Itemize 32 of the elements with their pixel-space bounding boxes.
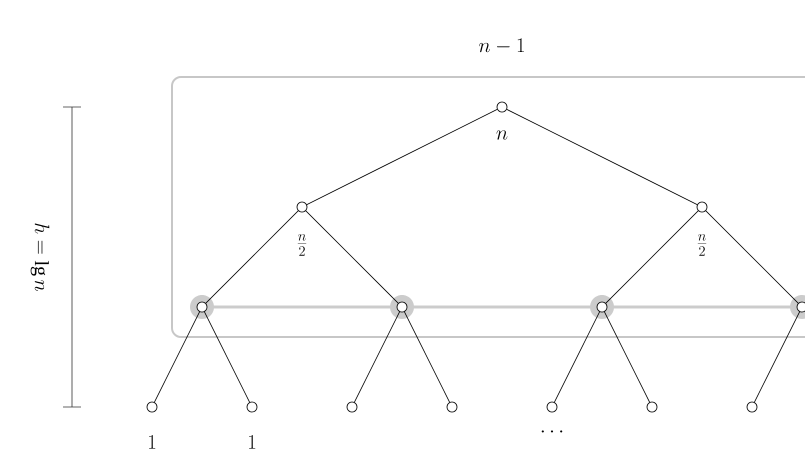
tree-edge [506,109,698,205]
tree-node [446,402,458,412]
tree-node: $n$ [496,102,508,140]
tree-node: $1$ [146,402,158,449]
ellipsis: $\cdots$ [542,430,562,433]
node-label: $1$ [149,434,156,449]
tree-node [746,402,758,412]
node-label: $n$ [496,130,508,140]
tree-edge [404,311,450,403]
tree-node: $1$ [246,402,258,449]
node-label: $\frac{n}{2}$ [698,234,706,256]
node-label: $1$ [249,434,256,449]
tree-edge [554,311,600,403]
tree-edge [354,311,400,403]
tree-edge [705,210,799,304]
tree-node [796,302,805,312]
dimension-label: $h = \lg n$ [30,224,50,292]
tree-edge [154,311,200,403]
tree-node [346,402,358,412]
tree-edge [605,210,699,304]
tree-edge [754,311,800,403]
node-label: $n-1$ [479,38,524,52]
tree-edge [204,311,250,403]
tree-node [546,402,558,412]
tree-edge [604,311,650,403]
tree-edge [205,210,299,304]
node-label: $\frac{n}{2}$ [298,234,306,256]
tree-node [646,402,658,412]
tree-node: $\frac{n}{2}$ [696,202,708,256]
tree-edge [305,210,399,304]
tree-edge [306,109,498,205]
tree-node: $\frac{n}{2}$ [296,202,308,256]
